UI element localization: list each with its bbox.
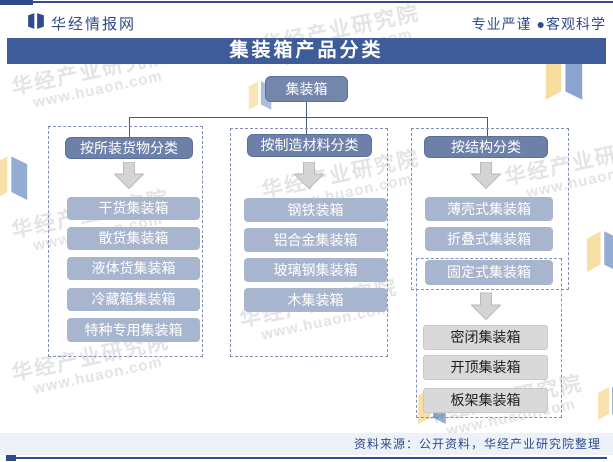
decor-logo-mark (0, 156, 28, 200)
title-bar: 集装箱产品分类 (7, 38, 606, 64)
bottom-divider-accent (6, 455, 16, 461)
branch-header-structure: 按结构分类 (424, 136, 548, 158)
branch-item: 薄壳式集装箱 (425, 197, 553, 221)
source-note: 资料来源：公开资料，华经产业研究院整理 (353, 437, 601, 451)
brand-name: 华经情报网 (51, 16, 137, 33)
bottom-divider (6, 457, 607, 459)
page-title: 集装箱产品分类 (229, 40, 384, 61)
branch-group-cargo (48, 126, 203, 357)
branch-item: 玻璃钢集装箱 (244, 258, 387, 282)
branch-header-cargo: 按所装货物分类 (65, 137, 193, 159)
sub-group-fixed (416, 258, 562, 418)
root-node: 集装箱 (265, 76, 348, 102)
branch-item: 折叠式集装箱 (425, 227, 553, 251)
top-divider (0, 1, 613, 3)
branch-item: 钢铁装箱 (244, 198, 387, 222)
decor-logo-mark (598, 387, 613, 420)
connector-horizontal (129, 117, 488, 118)
branch-item: 散货集装箱 (67, 227, 200, 250)
branch-item: 木集装箱 (244, 288, 387, 312)
branch-item: 特种专用集装箱 (67, 318, 200, 342)
brand-slogan: 专业严谨 ●客观科学 (471, 16, 606, 32)
branch-group-material (230, 128, 388, 357)
branch-item: 干货集装箱 (67, 197, 200, 220)
arrow-down-icon (471, 162, 501, 189)
arrow-down-icon (294, 162, 324, 189)
sub-item: 密闭集装箱 (423, 325, 548, 350)
footer-band: 资料来源：公开资料，华经产业研究院整理 (0, 433, 613, 455)
sub-item: 板架集装箱 (423, 388, 548, 413)
connector-vertical (306, 117, 307, 134)
arrow-down-icon (114, 162, 144, 189)
sub-item: 开顶集装箱 (423, 355, 548, 380)
top-divider-accent (0, 0, 33, 5)
branch-item-fixed: 固定式集装箱 (425, 260, 553, 285)
arrow-down-icon (471, 292, 501, 321)
decor-logo-mark (545, 53, 583, 100)
branch-header-material: 按制造材料分类 (247, 134, 372, 157)
branch-item: 冷藏箱集装箱 (67, 288, 200, 311)
branch-item: 铝合金集装箱 (244, 228, 387, 252)
connector-vertical (306, 102, 307, 117)
decor-logo-mark (586, 231, 613, 272)
connector-vertical (487, 117, 488, 136)
branch-item: 液体货集装箱 (67, 257, 200, 280)
branch-group-structure (411, 128, 569, 290)
connector-vertical (129, 117, 130, 137)
brand-logo-icon (28, 13, 44, 29)
